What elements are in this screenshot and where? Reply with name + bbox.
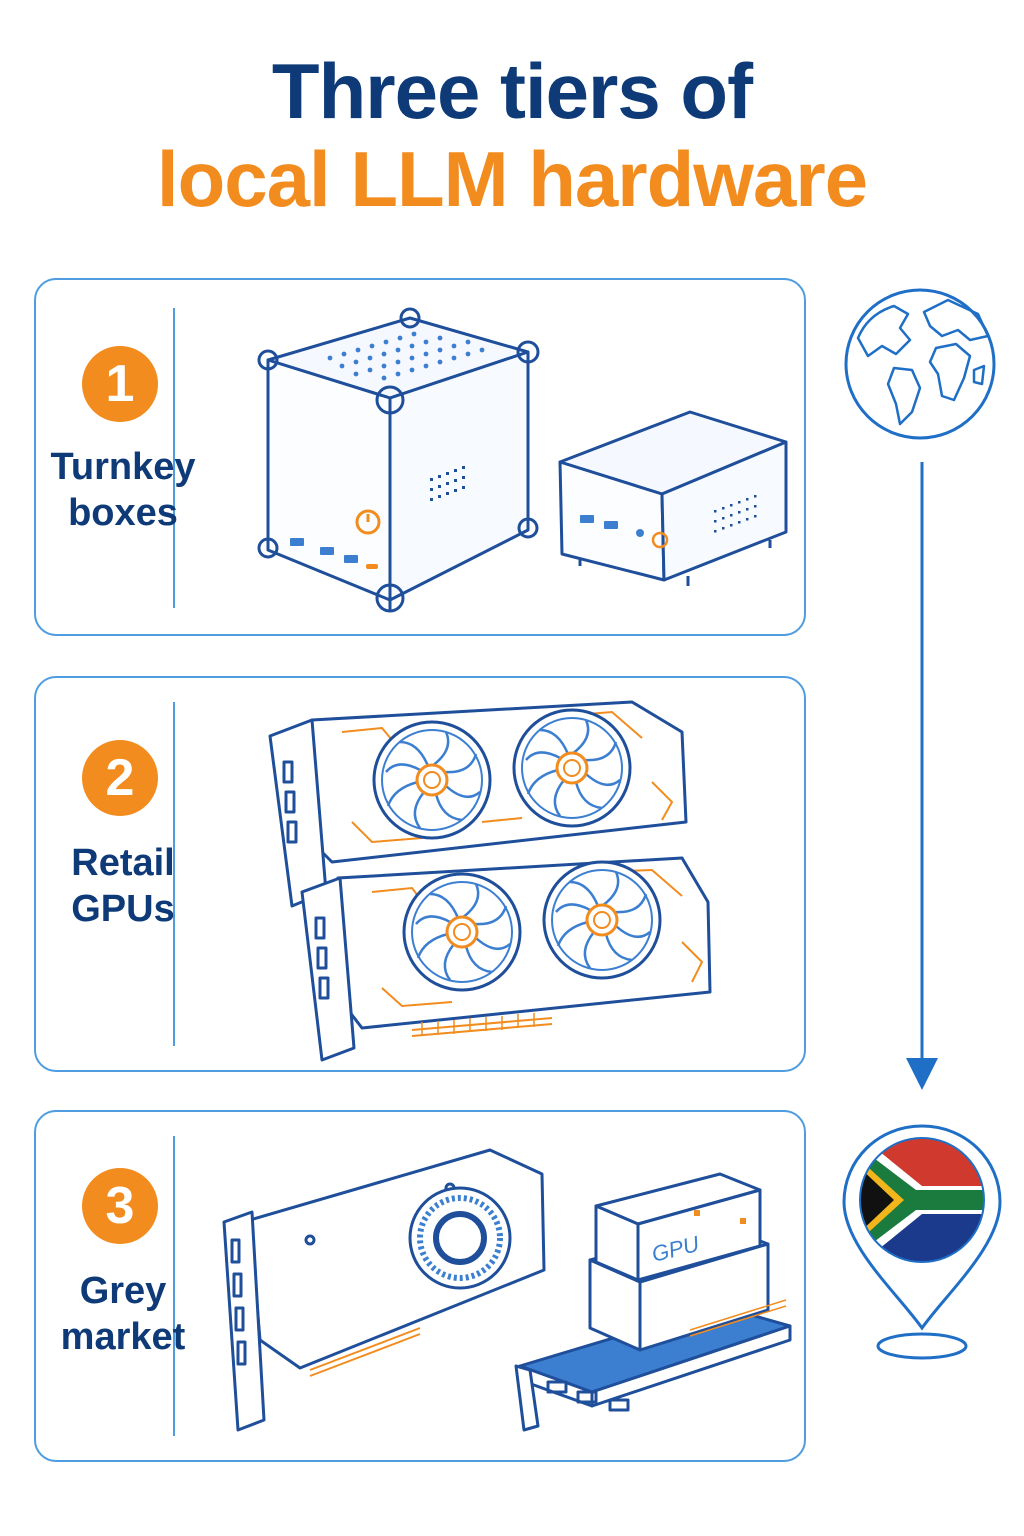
tier-label-line-1: Turnkey	[50, 446, 196, 488]
tier-label: Turnkey boxes	[38, 444, 208, 536]
tier-label-line-1: Grey	[79, 1270, 167, 1312]
tier-number-badge: 2	[82, 740, 158, 816]
gpu-cards-icon	[268, 700, 712, 1062]
arrow-down-icon	[906, 462, 938, 1090]
mini-pc-icon	[257, 307, 788, 613]
tier-number-badge: 1	[82, 346, 158, 422]
south-africa-location-pin-icon	[842, 1124, 1002, 1360]
tier-number-badge: 3	[82, 1168, 158, 1244]
tier-label-line-2: boxes	[68, 492, 178, 534]
panel-divider	[173, 308, 175, 608]
tier-label-line-1: Retail	[71, 842, 175, 884]
tier-label: Retail GPUs	[38, 840, 208, 932]
panel-divider	[173, 702, 175, 1046]
tier-label-line-2: GPUs	[71, 888, 175, 930]
tier-label-line-2: market	[60, 1316, 186, 1358]
title-line-2: local LLM hardware	[156, 135, 868, 223]
datacenter-gpu-icon: GPU	[222, 1148, 792, 1432]
panel-divider	[173, 1136, 175, 1436]
tier-label: Grey market	[38, 1268, 208, 1360]
title-line-1: Three tiers of	[271, 47, 753, 135]
globe-icon	[844, 288, 996, 440]
